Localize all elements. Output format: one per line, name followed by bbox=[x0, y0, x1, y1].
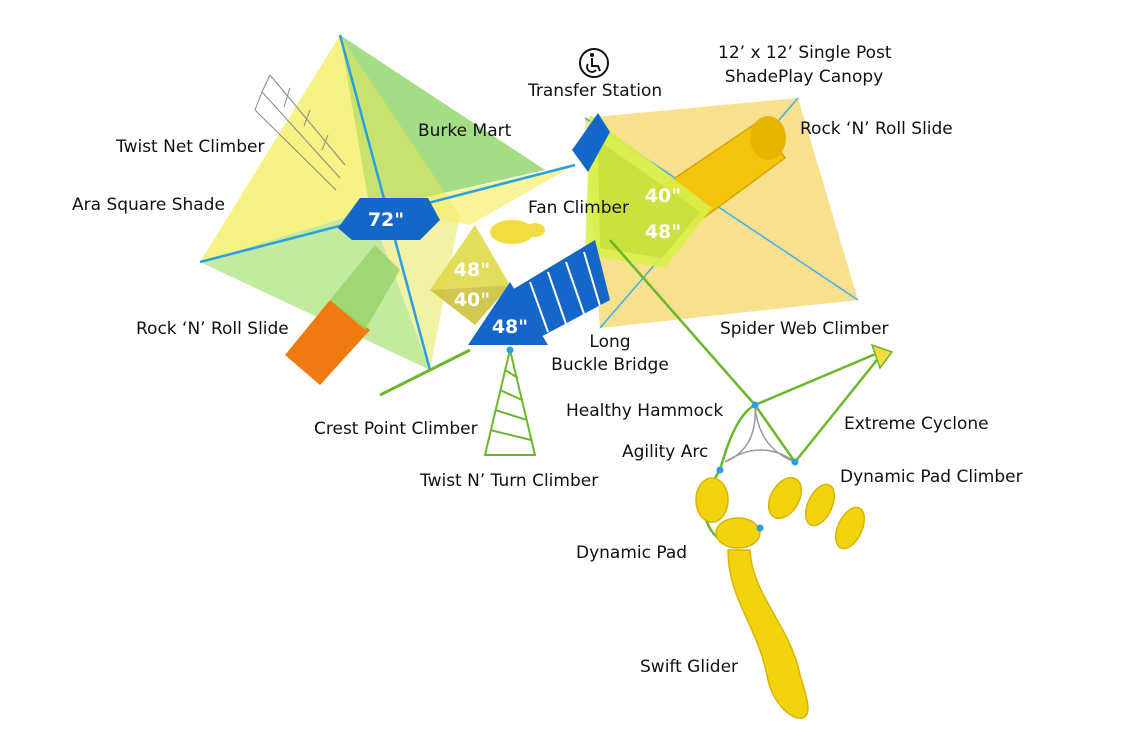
transfer-station bbox=[572, 113, 610, 172]
label-ara-square-shade: Ara Square Shade bbox=[72, 195, 225, 215]
label-dynamic-pad: Dynamic Pad bbox=[576, 543, 688, 563]
fan-climber bbox=[490, 220, 545, 244]
right-tower-deck bbox=[585, 115, 712, 268]
deck-height-48-mid: 48" bbox=[454, 259, 490, 281]
label-spider-web-climber: Spider Web Climber bbox=[720, 319, 889, 339]
deck-height-40-mid: 40" bbox=[454, 289, 490, 311]
label-burke-mart: Burke Mart bbox=[418, 121, 512, 141]
label-twist-net-climber: Twist Net Climber bbox=[116, 137, 265, 157]
middle-tower: 48" 40" bbox=[430, 225, 510, 325]
twist-turn-climber bbox=[483, 349, 537, 456]
label-extreme-cyclone: Extreme Cyclone bbox=[844, 414, 989, 434]
rock-roll-slide-left bbox=[285, 245, 400, 385]
extreme-cyclone bbox=[870, 343, 894, 370]
deck-height-48-front: 48" bbox=[492, 316, 528, 338]
label-long-line2: Buckle Bridge bbox=[551, 355, 669, 375]
deck-height-40-right: 40" bbox=[645, 185, 681, 207]
deck-height-72: 72" bbox=[368, 209, 404, 231]
label-agility-arc: Agility Arc bbox=[622, 442, 709, 462]
label-crest-point-climber: Crest Point Climber bbox=[314, 419, 478, 439]
label-dynamic-pad-climber: Dynamic Pad Climber bbox=[840, 467, 1023, 487]
label-long-line1: Long bbox=[589, 332, 631, 352]
label-rock-roll-slide-left: Rock ‘N’ Roll Slide bbox=[136, 319, 289, 339]
twist-net-climber bbox=[254, 74, 346, 191]
long-buckle-bridge bbox=[512, 240, 610, 340]
label-swift-glider: Swift Glider bbox=[640, 657, 739, 677]
right-deck-heights: 40" 48" bbox=[645, 185, 681, 243]
label-canopy-line1: 12’ x 12’ Single Post bbox=[718, 43, 892, 63]
label-transfer-station: Transfer Station bbox=[528, 81, 663, 101]
wheelchair-accessible-icon bbox=[579, 48, 609, 78]
label-twist-turn-climber: Twist N’ Turn Climber bbox=[420, 471, 599, 491]
label-rock-roll-slide-right: Rock ‘N’ Roll Slide bbox=[800, 119, 953, 139]
front-deck: 48" bbox=[468, 282, 548, 345]
deck-height-48-right: 48" bbox=[645, 221, 681, 243]
label-healthy-hammock: Healthy Hammock bbox=[566, 401, 724, 421]
swift-glider bbox=[727, 549, 809, 719]
crest-point-climber bbox=[379, 348, 471, 397]
left-deck: 72" bbox=[338, 198, 440, 240]
frame-poles bbox=[609, 239, 886, 463]
label-canopy-line2: ShadePlay Canopy bbox=[724, 67, 884, 87]
label-fan-climber: Fan Climber bbox=[528, 198, 629, 218]
dynamic-pads bbox=[695, 476, 866, 550]
joint-dots bbox=[506, 346, 799, 532]
healthy-hammock bbox=[724, 404, 796, 463]
